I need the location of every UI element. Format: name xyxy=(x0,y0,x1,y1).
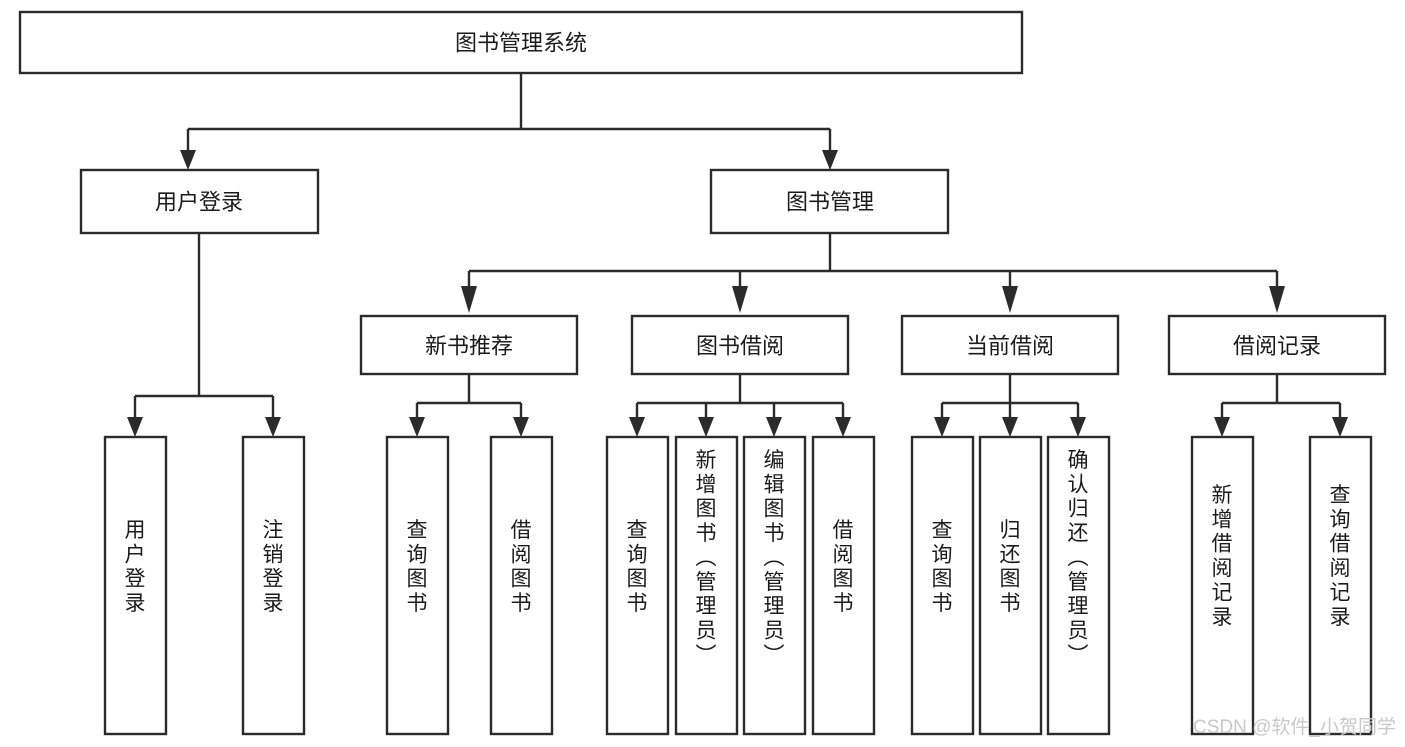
leaf-node-return-book-box[interactable] xyxy=(978,435,1043,736)
leaf-node-query-book-2-box[interactable] xyxy=(605,435,670,736)
arrowhead-borrow-record xyxy=(1269,286,1285,313)
leaf-node-logout-box[interactable] xyxy=(241,435,306,736)
connector-newbook-bus xyxy=(415,374,523,419)
node-book-manage[interactable]: 图书管理 xyxy=(709,168,950,235)
arrowhead-leaf-logout xyxy=(265,417,281,437)
node-new-book-recommend[interactable]: 新书推荐 xyxy=(359,314,579,376)
leaf-node-borrow-book-2-box[interactable] xyxy=(811,435,876,736)
arrowhead-leaf-borrow-book-1 xyxy=(513,417,529,437)
leaf-node-query-record[interactable]: 查询借阅记录 xyxy=(1308,435,1373,736)
connector-bookborrow-bus xyxy=(635,374,845,419)
arrowhead-leaf-add-record xyxy=(1214,417,1230,437)
leaf-node-return-book[interactable]: 归还图书 xyxy=(978,435,1043,736)
leaf-node-borrow-book-2-label: 借阅图书 xyxy=(833,519,854,615)
leaf-node-add-book[interactable]: 新增图书︵管理员︶ xyxy=(674,435,739,736)
leaf-node-borrow-book-1[interactable]: 借阅图书 xyxy=(489,435,554,736)
leaf-node-add-book-box[interactable] xyxy=(674,435,739,736)
arrowhead-user-login xyxy=(180,150,196,170)
arrowhead-leaf-query-book-2 xyxy=(629,417,645,437)
leaf-node-query-book-1-label: 查询图书 xyxy=(407,519,428,615)
arrowhead-leaf-borrow-book-2 xyxy=(835,417,851,437)
leaf-node-confirm-return-label: 确认归还︵管理员︶ xyxy=(1068,449,1089,667)
leaf-node-confirm-return[interactable]: 确认归还︵管理员︶ xyxy=(1046,435,1111,736)
leaf-node-user-login-box[interactable] xyxy=(103,435,168,736)
leaf-node-add-record-box[interactable] xyxy=(1190,435,1255,736)
node-borrow-record[interactable]: 借阅记录 xyxy=(1167,314,1387,376)
leaf-node-user-login-label: 用户登录 xyxy=(125,519,146,615)
connector-bookmanage-bus xyxy=(467,233,1279,288)
arrowhead-leaf-return-book xyxy=(1002,417,1018,437)
node-root[interactable]: 图书管理系统 xyxy=(18,10,1024,75)
leaf-node-query-book-1-box[interactable] xyxy=(385,435,450,736)
node-current-borrow[interactable]: 当前借阅 xyxy=(900,314,1120,376)
node-current-borrow-box[interactable] xyxy=(900,314,1120,376)
node-borrow-record-label: 借阅记录 xyxy=(1233,334,1321,359)
arrowhead-leaf-query-record xyxy=(1332,417,1348,437)
leaf-node-logout-label: 注销登录 xyxy=(263,519,284,615)
arrowhead-leaf-query-book-1 xyxy=(409,417,425,437)
arrowhead-leaf-add-book xyxy=(698,417,714,437)
leaf-node-borrow-book-1-label: 借阅图书 xyxy=(511,519,532,615)
leaf-node-query-book-3[interactable]: 查询图书 xyxy=(910,435,975,736)
node-user-login-label: 用户登录 xyxy=(155,190,243,215)
node-user-login-box[interactable] xyxy=(79,168,320,235)
csdn-watermark: CSDN @软件_小贺同学 xyxy=(1193,716,1396,738)
arrowhead-book-manage xyxy=(822,150,838,170)
node-new-book-recommend-box[interactable] xyxy=(359,314,579,376)
connector-layer xyxy=(127,73,1348,437)
node-borrow-record-box[interactable] xyxy=(1167,314,1387,376)
leaf-node-add-book-label: 新增图书︵管理员︶ xyxy=(696,449,717,667)
leaf-node-query-book-1[interactable]: 查询图书 xyxy=(385,435,450,736)
node-book-manage-label: 图书管理 xyxy=(786,190,874,215)
connector-root-bus xyxy=(186,73,832,152)
leaf-node-edit-book-box[interactable] xyxy=(742,435,807,736)
node-book-borrow[interactable]: 图书借阅 xyxy=(630,314,850,376)
node-book-borrow-label: 图书借阅 xyxy=(696,334,784,359)
leaf-node-query-book-3-box[interactable] xyxy=(910,435,975,736)
node-user-login[interactable]: 用户登录 xyxy=(79,168,320,235)
leaf-node-return-book-label: 归还图书 xyxy=(1000,519,1021,615)
leaf-node-borrow-book-1-box[interactable] xyxy=(489,435,554,736)
leaf-node-confirm-return-box[interactable] xyxy=(1046,435,1111,736)
node-current-borrow-label: 当前借阅 xyxy=(966,334,1054,359)
leaf-node-edit-book[interactable]: 编辑图书︵管理员︶ xyxy=(742,435,807,736)
leaf-node-query-book-3-label: 查询图书 xyxy=(932,519,953,615)
node-root-label: 图书管理系统 xyxy=(455,31,587,56)
leaf-node-query-book-2[interactable]: 查询图书 xyxy=(605,435,670,736)
node-root-box[interactable] xyxy=(18,10,1024,75)
node-new-book-recommend-label: 新书推荐 xyxy=(425,334,513,359)
node-book-manage-box[interactable] xyxy=(709,168,950,235)
arrowhead-current-borrow xyxy=(1002,286,1018,313)
arrowhead-leaf-query-book-3 xyxy=(934,417,950,437)
connector-userlogin-bus xyxy=(133,233,275,419)
leaf-node-borrow-book-2[interactable]: 借阅图书 xyxy=(811,435,876,736)
leaf-node-add-record-label: 新增借阅记录 xyxy=(1212,484,1233,629)
node-book-borrow-box[interactable] xyxy=(630,314,850,376)
leaf-node-query-record-label: 查询借阅记录 xyxy=(1330,484,1351,629)
leaf-node-edit-book-label: 编辑图书︵管理员︶ xyxy=(764,449,785,667)
arrowhead-book-borrow xyxy=(732,286,748,313)
leaf-node-add-record[interactable]: 新增借阅记录 xyxy=(1190,435,1255,736)
leaf-node-query-book-2-label: 查询图书 xyxy=(627,519,648,615)
leaf-node-user-login[interactable]: 用户登录 xyxy=(103,435,168,736)
arrowhead-leaf-edit-book xyxy=(766,417,782,437)
leaf-node-query-record-box[interactable] xyxy=(1308,435,1373,736)
leaf-node-logout[interactable]: 注销登录 xyxy=(241,435,306,736)
arrowhead-leaf-user-login xyxy=(127,417,143,437)
arrowhead-new-book-recommend xyxy=(461,286,477,313)
connector-borrowrecord-bus xyxy=(1220,374,1342,419)
connector-currentborrow-bus xyxy=(940,374,1080,419)
arrowhead-leaf-confirm-return xyxy=(1070,417,1086,437)
